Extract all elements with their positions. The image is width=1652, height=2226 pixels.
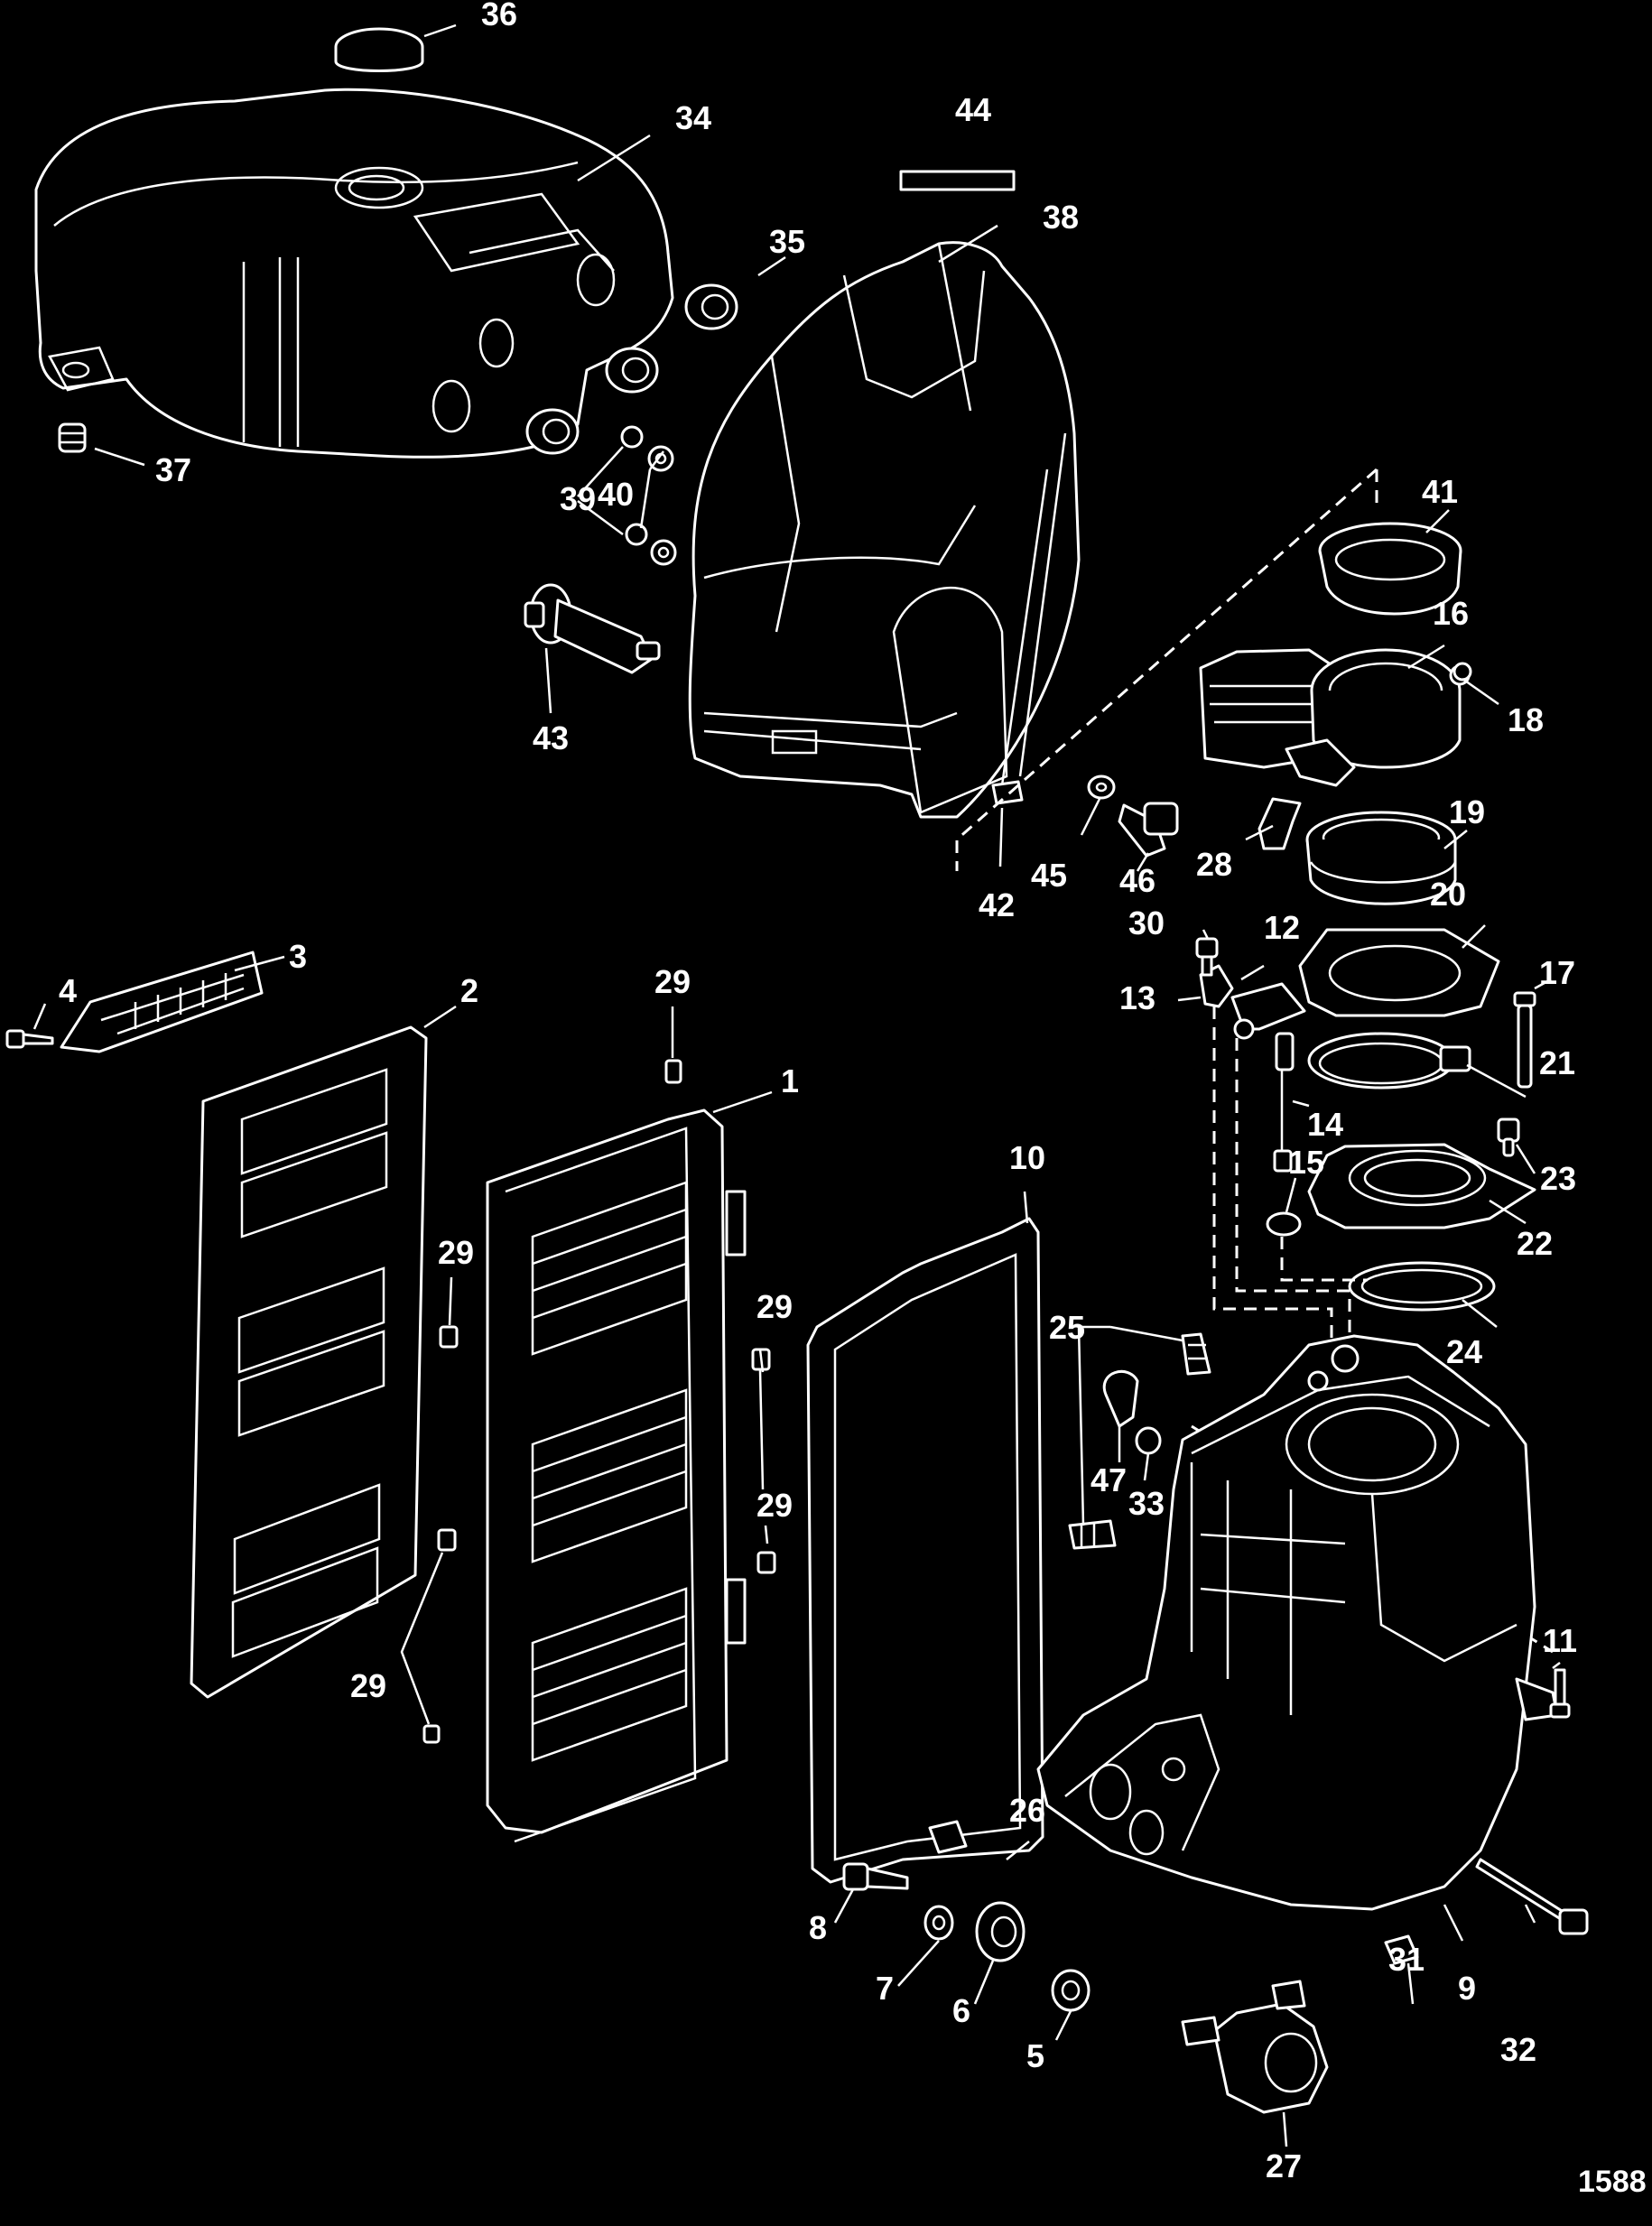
callout-6: 6 (952, 1992, 970, 2029)
callout-18: 18 (1508, 701, 1544, 738)
callout-46: 46 (1119, 862, 1155, 899)
bolt-11 (1549, 1668, 1571, 1719)
callout-7: 7 (876, 1970, 894, 2007)
callout-9: 9 (1458, 1970, 1476, 2007)
callout-23: 23 (1540, 1160, 1576, 1197)
leader-lines (32, 23, 1561, 2147)
nut-18 (1452, 662, 1472, 682)
flywheel-cover (34, 88, 674, 459)
callout-17: 17 (1539, 954, 1575, 991)
gasket-24 (1348, 1261, 1496, 1312)
callout-22: 22 (1517, 1225, 1553, 1262)
callout-26: 26 (1009, 1792, 1045, 1829)
callout-40: 40 (598, 476, 634, 513)
bracket-28 (1258, 797, 1302, 850)
callout-5: 5 (1026, 2037, 1044, 2074)
callout-25: 25 (1049, 1309, 1085, 1346)
bushings-39-40 (620, 425, 677, 566)
figure-number: 1588 (1578, 2165, 1647, 2199)
sensor-14-oring-15 (1266, 1032, 1302, 1237)
label-44 (899, 170, 1016, 191)
callout-44: 44 (955, 91, 991, 128)
screw-23 (1497, 1118, 1520, 1157)
callout-29: 29 (438, 1234, 474, 1271)
callout-15: 15 (1288, 1144, 1324, 1181)
gasket-2 (190, 1025, 428, 1699)
callout-35: 35 (769, 223, 805, 260)
adapter-ring-41 (1318, 522, 1462, 616)
callout-8: 8 (809, 1909, 827, 1946)
callout-42: 42 (979, 886, 1015, 923)
gasket-20 (1298, 928, 1500, 1017)
coupler-19 (1305, 811, 1457, 905)
clip-31 (1384, 1934, 1419, 1965)
front-cowl (688, 241, 1081, 819)
callout-29: 29 (654, 963, 691, 1000)
bolt-4 (5, 1029, 54, 1049)
callout-47: 47 (1091, 1461, 1127, 1498)
callout-12: 12 (1264, 909, 1300, 946)
callout-37: 37 (155, 451, 191, 488)
fittings-29 (422, 1059, 776, 1744)
callout-13: 13 (1119, 979, 1155, 1016)
callout-34: 34 (675, 99, 711, 136)
callout-labels: 1234567891011121314151617181920212223242… (59, 0, 1577, 2184)
clamps-25-47-33 (1068, 1332, 1211, 1550)
callout-2: 2 (460, 972, 478, 1009)
callout-29: 29 (756, 1487, 793, 1524)
hardware-42-45-46 (991, 774, 1179, 858)
gasket-10 (806, 1217, 1044, 1884)
throttle-body-16 (1199, 648, 1471, 787)
shaft-43 (524, 583, 661, 674)
callout-36: 36 (481, 0, 517, 32)
callout-20: 20 (1430, 876, 1466, 913)
callout-28: 28 (1196, 846, 1232, 883)
adapter-22 (1307, 1143, 1536, 1229)
callout-38: 38 (1043, 199, 1079, 236)
callout-11: 11 (1543, 1622, 1577, 1659)
callout-29: 29 (350, 1667, 386, 1704)
hardware-5-6-7-8-26 (842, 1820, 1091, 2012)
reed-housing-1 (486, 1108, 747, 1843)
callout-32: 32 (1500, 2031, 1536, 2068)
callout-39: 39 (560, 480, 596, 517)
callout-19: 19 (1449, 793, 1485, 830)
callout-31: 31 (1388, 1941, 1425, 1978)
cap-36 (334, 27, 424, 72)
callout-21: 21 (1539, 1044, 1575, 1081)
grommet-37 (58, 422, 87, 453)
callout-30: 30 (1128, 904, 1165, 941)
reed-block-3 (60, 951, 264, 1053)
screw-17 (1513, 991, 1536, 1089)
seals-35 (525, 283, 738, 455)
callout-14: 14 (1307, 1106, 1343, 1143)
callout-4: 4 (59, 972, 77, 1009)
bolt-32 (1475, 1858, 1589, 1935)
callout-29: 29 (756, 1288, 793, 1325)
callout-45: 45 (1031, 857, 1067, 894)
sensor-27 (1181, 1980, 1329, 2114)
clamp-21 (1307, 1032, 1471, 1090)
callout-24: 24 (1446, 1333, 1482, 1370)
callout-1: 1 (781, 1062, 799, 1099)
callout-43: 43 (533, 719, 569, 756)
callout-33: 33 (1128, 1485, 1165, 1522)
callout-16: 16 (1433, 595, 1469, 632)
callout-10: 10 (1009, 1139, 1045, 1176)
callout-41: 41 (1422, 473, 1458, 510)
callout-3: 3 (289, 938, 307, 975)
sensor-12-13-30 (1195, 937, 1306, 1040)
callout-27: 27 (1266, 2147, 1302, 2184)
manifold-9 (1036, 1334, 1559, 1911)
